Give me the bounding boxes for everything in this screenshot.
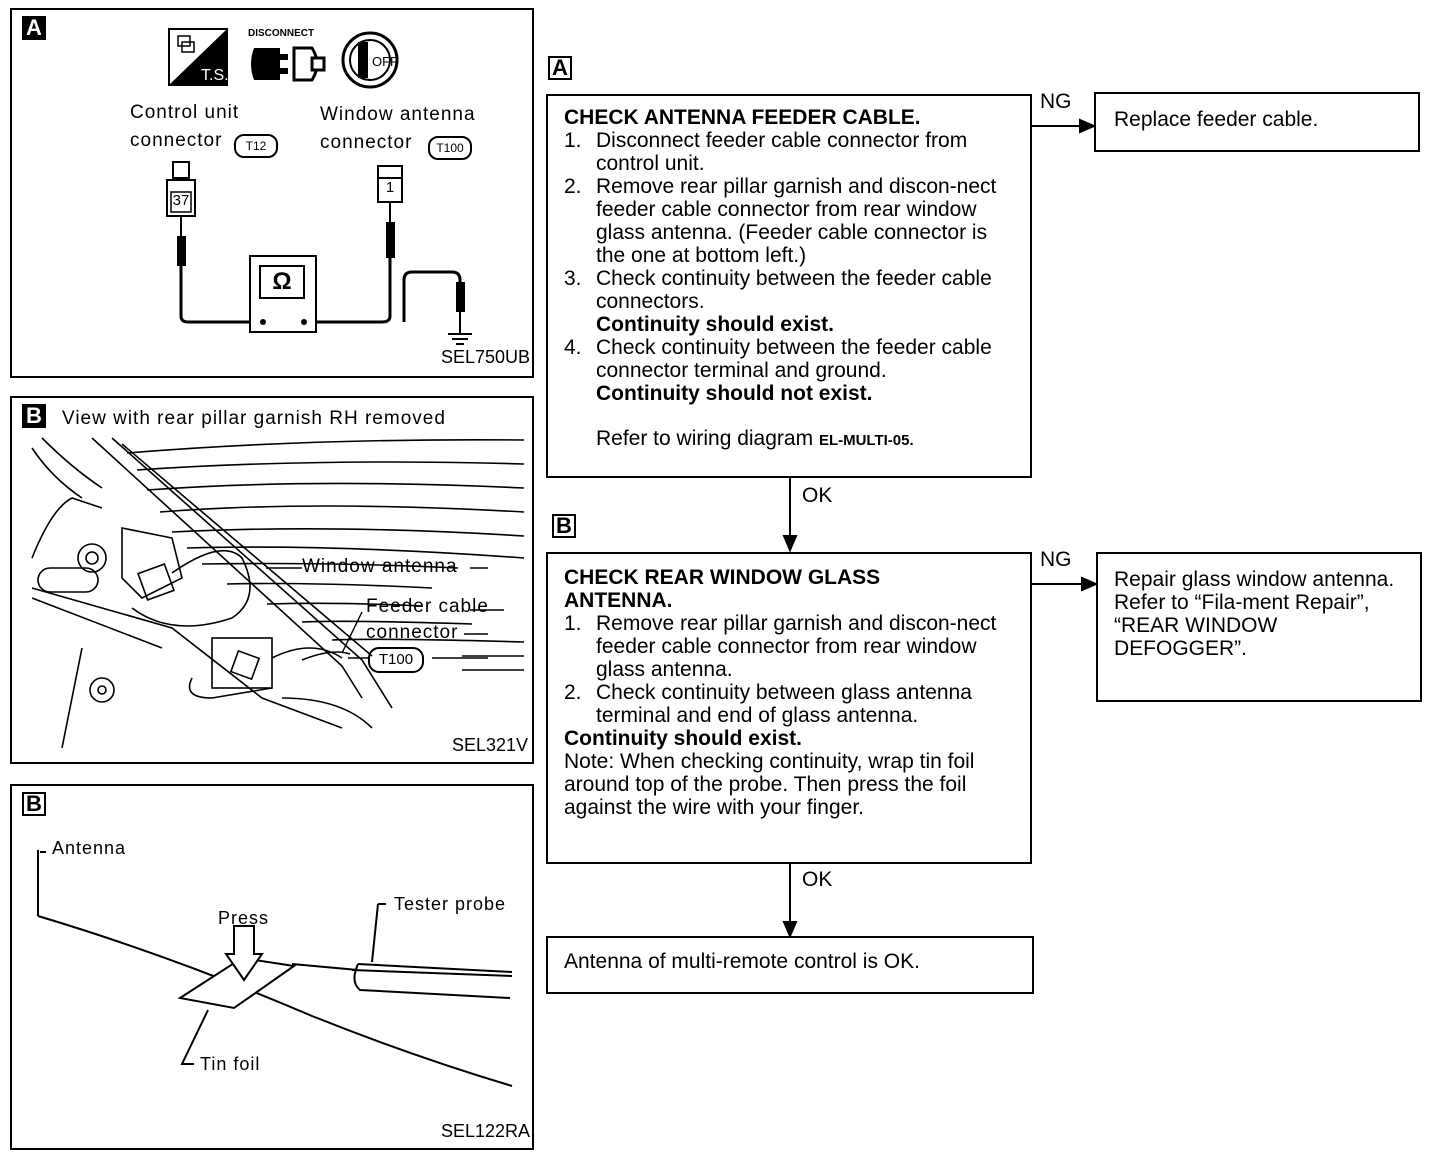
step-b-list: 1.Remove rear pillar garnish and discon-…	[564, 612, 1016, 727]
connector-callout: connector	[366, 622, 459, 643]
control-unit-connector-label: connector	[130, 130, 223, 151]
continuity-should-exist: Continuity should exist.	[564, 727, 803, 750]
check-antenna-feeder-cable-box: CHECK ANTENNA FEEDER CABLE. 1.Disconnect…	[546, 94, 1032, 478]
list-item: 2.Check continuity between glass antenna…	[564, 681, 972, 727]
tester-probe-label: Tester probe	[394, 894, 507, 914]
ng-label-a: NG	[1040, 90, 1072, 113]
panel-a-wiring	[166, 161, 472, 345]
ok-label-b: OK	[802, 868, 833, 891]
ok-label-a: OK	[802, 484, 833, 507]
step-a-badge: A	[548, 56, 572, 80]
ignition-key-off-icon: OFF	[338, 28, 404, 90]
step-a-title: CHECK ANTENNA FEEDER CABLE.	[564, 106, 921, 129]
replace-feeder-cable-box: Replace feeder cable.	[1094, 92, 1420, 152]
ng-label-b: NG	[1040, 548, 1072, 571]
check-rear-window-glass-antenna-box: CHECK REAR WINDOW GLASS ANTENNA. 1.Remov…	[546, 552, 1032, 864]
panel-a-badge: A	[22, 16, 46, 40]
connector-t100-tag: T100	[368, 647, 424, 673]
pin-37-label: 37	[172, 192, 190, 209]
window-antenna-connector-label: connector	[320, 132, 413, 153]
list-item: 4.Check continuity between the feeder ca…	[564, 336, 992, 405]
repair-glass-window-antenna-box: Repair glass window antenna. Refer to “F…	[1096, 552, 1422, 702]
connector-t12-tag: T12	[234, 134, 278, 158]
list-item: 3.Check continuity between the feeder ca…	[564, 267, 992, 336]
ts-icon: T.S.	[168, 28, 229, 86]
feeder-cable-callout: Feeder cable	[366, 596, 489, 617]
figure-code: SEL122RA	[440, 1121, 530, 1141]
antenna-ok-box: Antenna of multi-remote control is OK.	[546, 936, 1034, 994]
rear-pillar-drawing	[31, 437, 525, 749]
continuity-should-exist: Continuity should exist.	[596, 313, 835, 336]
step-b-title-line2: ANTENNA.	[564, 589, 673, 612]
tin-foil-note: Note: When checking continuity, wrap tin…	[564, 750, 975, 819]
panel-b-tester-probe: B Antenna Press Tester probe Tin foil SE…	[10, 784, 534, 1150]
panel-a-continuity-diagram: A T.S. DISCONNECT OFF Control unit	[10, 8, 534, 378]
wiring-diagram-reference: Refer to wiring diagram EL-MULTI-05.	[596, 427, 914, 450]
step-b-title-line1: CHECK REAR WINDOW GLASS	[564, 566, 881, 589]
panel-b1-badge: B	[22, 404, 46, 428]
press-label: Press	[218, 908, 270, 928]
list-item: 2.Remove rear pillar garnish and discon-…	[564, 175, 997, 267]
svg-text:OFF: OFF	[372, 54, 398, 69]
connector-t100-tag: T100	[428, 136, 472, 160]
list-item: 1.Disconnect feeder cable connector from…	[564, 129, 968, 175]
step-b-badge: B	[552, 514, 576, 538]
disconnect-icon: DISCONNECT	[246, 24, 330, 88]
continuity-should-not-exist: Continuity should not exist.	[596, 382, 873, 405]
figure-code: SEL321V	[451, 735, 528, 755]
wiring-diagram-code: EL-MULTI-05.	[818, 432, 914, 449]
tin-foil-label: Tin foil	[200, 1054, 261, 1074]
svg-text:T.S.: T.S.	[201, 67, 228, 84]
step-a-list: 1.Disconnect feeder cable connector from…	[564, 129, 1016, 405]
ohm-icon: Ω	[272, 268, 292, 295]
window-antenna-label: Window antenna	[320, 104, 476, 125]
pin-1-label: 1	[385, 179, 395, 196]
probe-drawing	[37, 850, 513, 1087]
antenna-label: Antenna	[52, 838, 127, 858]
panel-b2-badge: B	[22, 792, 46, 816]
svg-text:DISCONNECT: DISCONNECT	[248, 28, 314, 39]
list-item: 1.Remove rear pillar garnish and discon-…	[564, 612, 997, 681]
panel-b-rear-pillar-view: B View with rear pillar garnish RH remov…	[10, 396, 534, 764]
control-unit-label: Control unit	[130, 102, 240, 123]
figure-code: SEL750UB	[440, 347, 530, 367]
view-caption: View with rear pillar garnish RH removed	[62, 408, 446, 429]
window-antenna-callout: Window antenna	[302, 556, 458, 577]
